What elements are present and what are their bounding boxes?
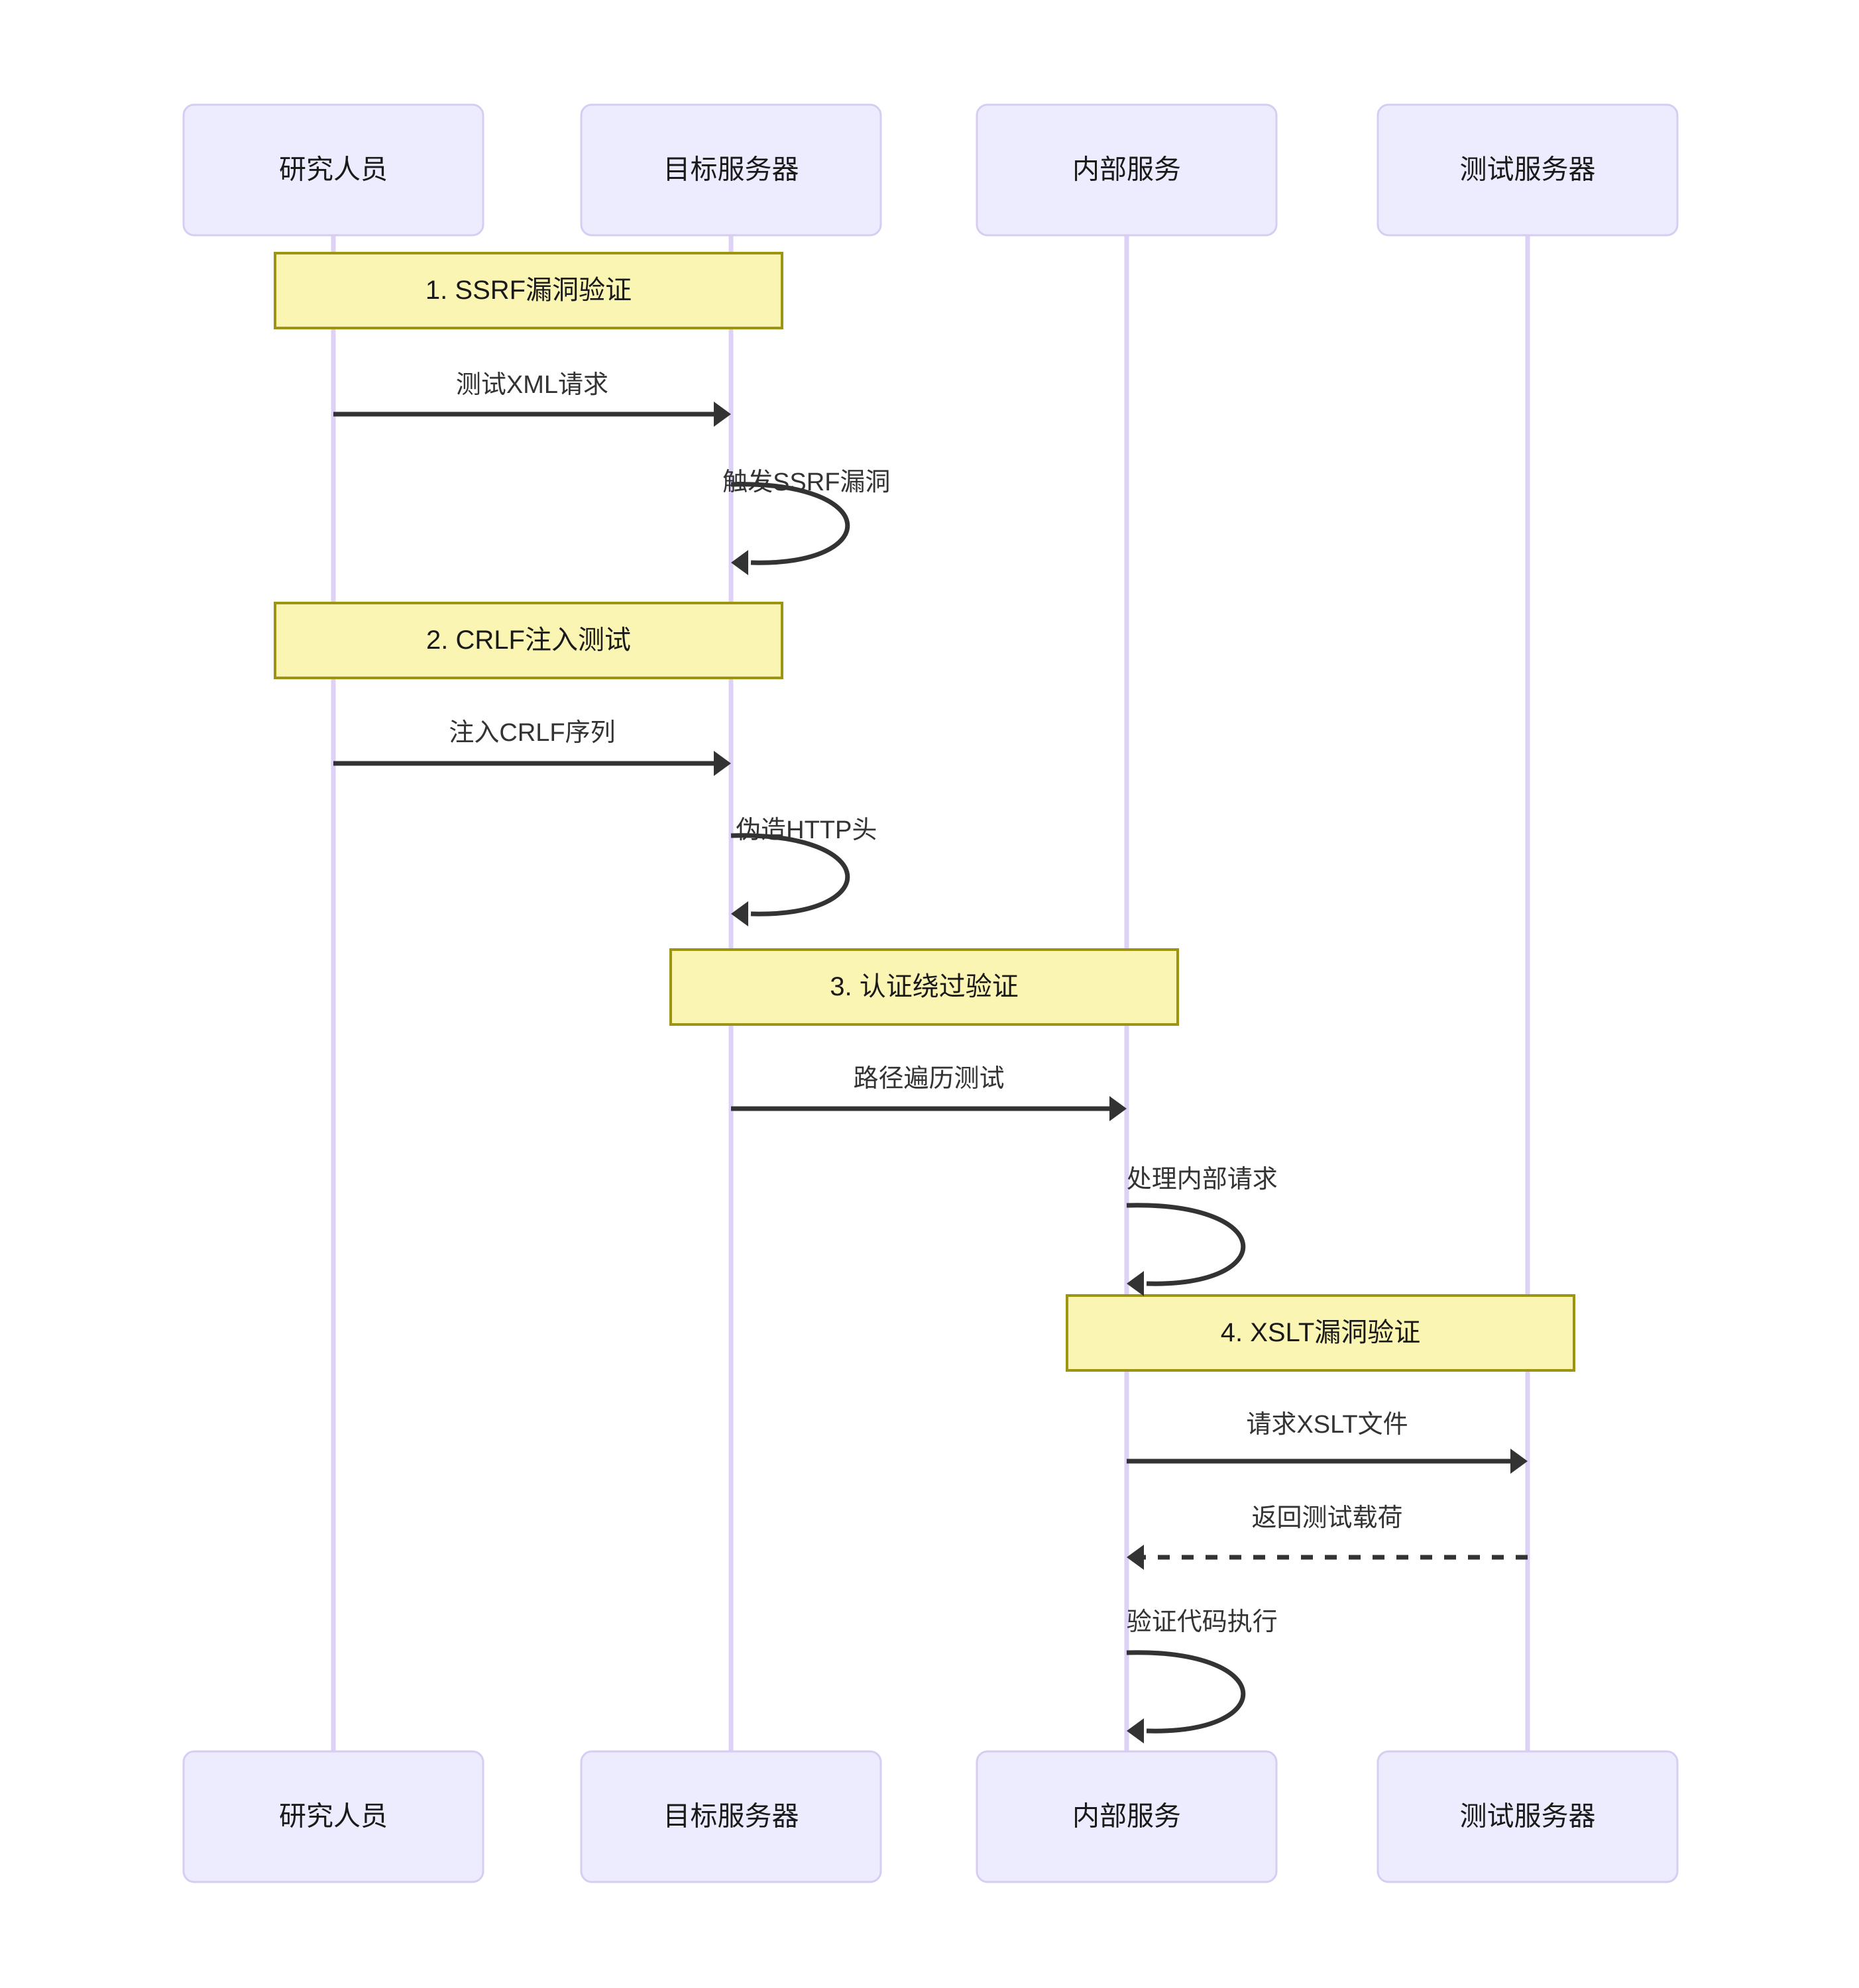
arrowhead-loop-1 — [731, 550, 748, 575]
note-label-note-2: 2. CRLF注入测试 — [426, 626, 631, 655]
participant-label-target_server-bottom: 目标服务器 — [663, 1800, 799, 1831]
participant-label-internal_service-top: 内部服务 — [1072, 154, 1181, 184]
participant-box-target_server-bottom[interactable] — [580, 1750, 882, 1883]
message-label-loop-1: 触发SSRF漏洞 — [722, 469, 890, 496]
arrowhead-loop-4 — [1127, 1718, 1144, 1743]
participant-label-test_server-top: 测试服务器 — [1460, 154, 1596, 184]
note-box-note-4 — [1066, 1294, 1575, 1372]
message-label-loop-3: 处理内部请求 — [1127, 1166, 1278, 1193]
note-box-note-2 — [274, 602, 783, 679]
participant-label-test_server-bottom: 测试服务器 — [1460, 1800, 1596, 1831]
participant-label-researcher-bottom: 研究人员 — [279, 1800, 388, 1831]
arrowhead-msg-1 — [714, 402, 731, 427]
arrowhead-msg-5 — [1127, 1545, 1144, 1570]
participants-top-group: 研究人员 目标服务器 内部服务 测试服务器 — [182, 103, 1679, 237]
note-label-note-4: 4. XSLT漏洞验证 — [1221, 1318, 1421, 1347]
message-label-loop-2: 伪造HTTP头 — [736, 816, 877, 844]
note-box-note-1 — [274, 252, 783, 329]
arrowhead-loop-2 — [731, 901, 748, 926]
participant-label-researcher-top: 研究人员 — [279, 154, 388, 184]
message-label-msg-4: 请求XSLT文件 — [1246, 1411, 1408, 1439]
self-loop-path-loop-3 — [1126, 1203, 1246, 1286]
arrowhead-loop-3 — [1127, 1271, 1144, 1296]
message-label-msg-3: 路径遍历测试 — [853, 1065, 1004, 1093]
participant-label-internal_service-bottom: 内部服务 — [1072, 1800, 1181, 1831]
participant-box-test_server-top[interactable] — [1377, 103, 1679, 237]
note-box-note-3 — [669, 948, 1179, 1026]
participant-label-target_server-top: 目标服务器 — [663, 154, 799, 184]
messages-group: 测试XML请求触发SSRF漏洞注入CRLF序列伪造HTTP头路径遍历测试处理内部… — [333, 371, 1528, 1743]
participant-box-internal_service-bottom[interactable] — [976, 1750, 1278, 1883]
arrowhead-msg-2 — [714, 751, 731, 776]
message-label-msg-2: 注入CRLF序列 — [449, 719, 615, 747]
participant-box-test_server-bottom[interactable] — [1377, 1750, 1679, 1883]
message-label-loop-4: 验证代码执行 — [1127, 1608, 1278, 1636]
message-label-msg-5: 返回测试载荷 — [1251, 1504, 1402, 1532]
arrowhead-msg-4 — [1510, 1449, 1528, 1474]
note-label-note-3: 3. 认证绕过验证 — [830, 972, 1018, 1001]
notes-group: 1. SSRF漏洞验证 2. CRLF注入测试 3. 认证绕过验证 4. XSLT漏洞… — [274, 252, 1575, 1372]
message-label-msg-1: 测试XML请求 — [456, 371, 608, 399]
participants-bottom-group: 研究人员 目标服务器 内部服务 测试服务器 — [182, 1750, 1679, 1883]
self-loop-path-loop-1 — [730, 482, 850, 565]
participant-box-target_server-top[interactable] — [580, 103, 882, 237]
arrowhead-msg-3 — [1109, 1096, 1127, 1121]
self-loop-path-loop-2 — [730, 833, 850, 916]
participant-box-researcher-bottom[interactable] — [182, 1750, 484, 1883]
participant-box-internal_service-top[interactable] — [976, 103, 1278, 237]
participant-box-researcher-top[interactable] — [182, 103, 484, 237]
note-label-note-1: 1. SSRF漏洞验证 — [425, 276, 632, 305]
self-loop-path-loop-4 — [1126, 1650, 1246, 1734]
